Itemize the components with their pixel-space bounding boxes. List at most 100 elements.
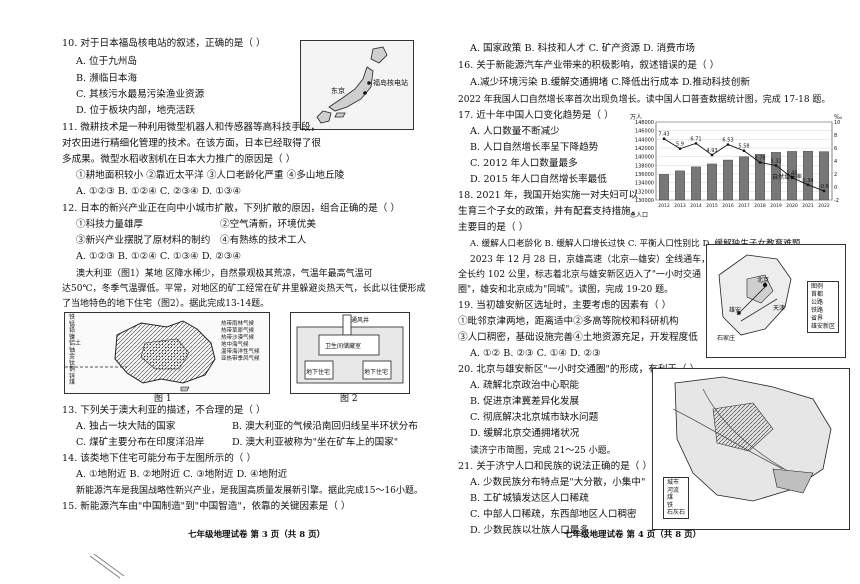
q19-choices-34: ③人口稠密，基础设施完善④土地资源充足，开发程度低 bbox=[458, 332, 698, 343]
growth-rate-point bbox=[726, 143, 730, 146]
q10-option-d[interactable]: D. 位于板块内部，地壳活跃 bbox=[76, 105, 195, 116]
x-tick-label: 2018 bbox=[754, 203, 766, 209]
y2-tick-label: 4 bbox=[834, 159, 837, 165]
population-bar bbox=[659, 174, 669, 201]
q21-option-a[interactable]: A. 少数民族分布特点是"大分散，小集中" bbox=[470, 477, 646, 488]
mineral-legend-zinc: 锌 bbox=[69, 372, 76, 380]
q21-stem: 21. 关于济宁人口和民族的说法正确的是（ ） bbox=[458, 461, 653, 472]
q17-option-b[interactable]: B. 人口自然增长率呈下降趋势 bbox=[470, 142, 599, 153]
q19-options[interactable]: A. ①② B. ②③ C. ①④ D. ②③ bbox=[470, 348, 601, 359]
q13-option-c[interactable]: C. 煤矿主要分布在印度洋沿岸 bbox=[76, 437, 205, 448]
y2-tick-label: 2 bbox=[834, 172, 837, 178]
growth-rate-label: 6.53 bbox=[722, 138, 733, 144]
y2-tick-label: 0 bbox=[834, 185, 837, 191]
x-tick-label: 2013 bbox=[674, 203, 686, 209]
q15-options[interactable]: A. 国家政策 B. 科技和人才 C. 矿产资源 D. 消费市场 bbox=[470, 43, 695, 54]
underground-house-svg bbox=[296, 314, 404, 384]
growth-rate-label: 4.93 bbox=[706, 148, 717, 154]
climate-legend-item: 地中海气候 bbox=[221, 342, 249, 348]
australia-map-svg bbox=[65, 320, 216, 392]
q14-options[interactable]: A. ①地附近 B. ②地附近 C. ③地附近 D. ④地附近 bbox=[76, 469, 288, 480]
q15-stem: 15. 新能源汽车由"中国制造"到"中国智造"，依靠的关键因素是（ ） bbox=[62, 501, 351, 512]
y-tick-label: 140000 bbox=[635, 155, 654, 161]
q10-option-c[interactable]: C. 其核污水最易污染渔业资源 bbox=[76, 89, 205, 100]
y2-tick-label: 6 bbox=[834, 146, 837, 152]
map-label-plant: 福岛核电站 bbox=[373, 79, 408, 87]
reading-13-line3: 了当地特色的地下住宅（图2）。据此完成13-14题。 bbox=[62, 299, 270, 309]
q17-option-d[interactable]: D. 2015 年人口自然增长率最低 bbox=[470, 174, 607, 185]
q12-choice-2: ②空气清新，环境优美 bbox=[220, 219, 316, 230]
vent-label: 通风井 bbox=[351, 317, 370, 324]
growth-rate-label: 0.34 bbox=[802, 178, 813, 184]
q13-option-a[interactable]: A. 独占一块大陆的国家 bbox=[76, 421, 176, 432]
growth-rate-label: -0.6 bbox=[819, 184, 829, 190]
pencil-sketch bbox=[89, 553, 125, 579]
q10-option-a[interactable]: A. 位于九州岛 bbox=[76, 56, 137, 67]
q16-options[interactable]: A.减少环境污染 B.缓解交通拥堵 C.降低出行成本 D.推动科技创新 bbox=[470, 77, 750, 88]
map19-legend-title: 图例 bbox=[811, 283, 824, 290]
q17-option-c[interactable]: C. 2012 年人口数量最多 bbox=[470, 158, 578, 169]
mineral-legend-titanium: 钛 bbox=[69, 359, 76, 367]
mineral-legend-bauxite: 铝土 bbox=[69, 340, 82, 347]
y-tick-label: 146000 bbox=[635, 129, 654, 135]
jining-legend-item: 铁 bbox=[667, 501, 674, 509]
q21-option-d[interactable]: D. 少数民族以壮族人口最多 bbox=[470, 525, 589, 536]
jining-legend-item: 河流 bbox=[667, 486, 680, 494]
population-bar bbox=[755, 154, 765, 201]
y-tick-label: 132000 bbox=[635, 189, 654, 195]
map19-legend-item: 雄安新区 bbox=[811, 323, 836, 330]
map-label-tokyo: 东京 bbox=[331, 87, 345, 95]
reading-19-line3: 圈"，雄安和北京成为"同城"。读图，完成 19-20 题。 bbox=[458, 285, 674, 295]
y-tick-label: 138000 bbox=[635, 163, 654, 169]
chart-legend-bar: 总人口 bbox=[630, 212, 649, 219]
growth-rate-label: 5.9 bbox=[676, 142, 684, 148]
q17-option-a[interactable]: A. 人口数量不断减少 bbox=[470, 126, 560, 137]
reading-17: 2022 年我国人口自然增长率首次出现负增长。读中国人口普查数据统计图，完成 1… bbox=[458, 95, 831, 105]
jining-legend-item: 煤 bbox=[667, 494, 674, 501]
q20-option-d[interactable]: D. 缓解北京交通拥堵状况 bbox=[470, 428, 580, 439]
growth-rate-point bbox=[822, 189, 826, 193]
population-bar bbox=[691, 166, 701, 201]
figure2-caption: 图 2 bbox=[340, 394, 358, 404]
q14-stem: 14. 该类地下住宅可能分布于左图所示的（ ） bbox=[62, 453, 257, 464]
q20-option-b[interactable]: B. 促进京津冀差异化发展 bbox=[470, 396, 580, 407]
q18-options[interactable]: A. 缓解人口老龄化 B. 缓解人口增长过快 C. 平衡人口性别比 D. 缓解独… bbox=[470, 239, 801, 249]
climate-legend: 热带雨林气候 热带草原气候 热带沙漠气候 地中海气候 温带海洋性气候 亚热带季风… bbox=[221, 321, 260, 363]
q13-option-b[interactable]: B. 澳大利亚的气候沿南回归线呈半环状分布 bbox=[232, 421, 418, 432]
q12-stem: 12. 日本的新兴产业正在向中小城市扩散，下列扩散的原因，组合正确的是（ ） bbox=[62, 203, 400, 214]
map19-legend-item: 首都 bbox=[811, 291, 824, 298]
population-bar bbox=[803, 151, 813, 201]
growth-rate-point bbox=[694, 142, 698, 145]
reading-19-line1: 2023 年 12 月 28 日，京雄高速（北京—雄安）全线通车， bbox=[470, 255, 711, 265]
jining-legend-item: 石灰石 bbox=[667, 509, 686, 516]
q12-options[interactable]: A. ①②③ B. ①②④ C. ①③④ D. ②③④ bbox=[76, 251, 242, 262]
underground-label-2: 地下住宅 bbox=[364, 369, 389, 376]
q11-options[interactable]: A. ①②③ B. ①②④ C. ②③④ D. ①③④ bbox=[76, 186, 242, 197]
underground-label-1: 地下住宅 bbox=[306, 369, 331, 376]
growth-rate-point bbox=[790, 176, 794, 179]
q10-stem: 10. 对于日本福岛核电站的叙述，正确的是（ ） bbox=[62, 38, 266, 49]
q21-option-b[interactable]: B. 工矿城镇发达区人口稀疏 bbox=[470, 493, 589, 504]
population-bar bbox=[819, 151, 829, 201]
x-tick-label: 2019 bbox=[770, 203, 782, 209]
q13-option-d[interactable]: D. 澳大利亚被称为"坐在矿车上的国家" bbox=[232, 437, 399, 448]
chart-left-unit: 万人 bbox=[630, 114, 643, 121]
mineral-legend-manganese: 锰 bbox=[69, 320, 76, 328]
reading-19-line2: 全长约 102 公里，标志着北京与雄安新区迈入了"一小时交通 bbox=[458, 270, 702, 280]
q11-stem-1: 11. 微耕技术是一种利用微型机器人和传感器等高科技手段， bbox=[62, 122, 321, 133]
y-tick-label: 144000 bbox=[635, 137, 654, 143]
map19-legend-item: 省界 bbox=[811, 315, 824, 322]
x-tick-label: 2015 bbox=[706, 203, 718, 209]
q18-stem-2: 生育三个子女的政策，并有配套支持措施， bbox=[458, 206, 641, 217]
y2-tick-label: -2 bbox=[834, 198, 839, 204]
growth-rate-point bbox=[662, 137, 666, 141]
y-tick-label: 134000 bbox=[635, 181, 654, 187]
q20-option-a[interactable]: A. 疏解北京政治中心职能 bbox=[470, 380, 579, 391]
y2-tick-label: 10 bbox=[834, 120, 840, 126]
q21-option-c[interactable]: C. 中部人口稀疏，东西部地区人口稠密 bbox=[470, 509, 637, 520]
y2-tick-label: 8 bbox=[834, 133, 837, 139]
mineral-legend-coal: 煤 bbox=[69, 379, 76, 386]
q20-option-c[interactable]: C. 彻底解决北京城市缺水问题 bbox=[470, 412, 599, 423]
map-label-shijiazhuang: 石家庄 bbox=[717, 335, 736, 342]
q10-option-b[interactable]: B. 濒临日本海 bbox=[76, 73, 138, 84]
